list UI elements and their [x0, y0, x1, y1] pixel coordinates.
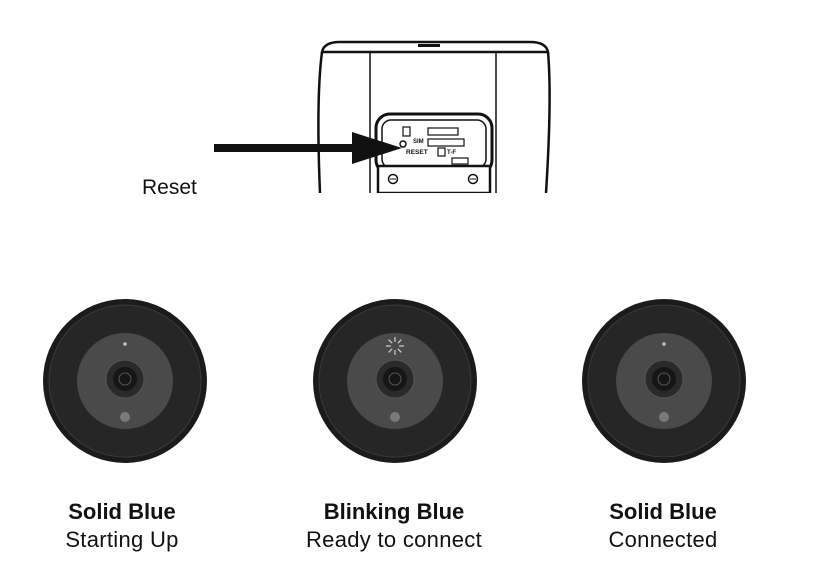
led-state-title: Blinking Blue — [323, 499, 465, 524]
led-state-title: Solid Blue — [68, 499, 176, 524]
led-state-description: Connected — [608, 527, 718, 552]
sim-label: SIM — [413, 139, 424, 145]
led-state-caption: Solid Blue Starting Up — [2, 498, 242, 554]
reset-callout-label: Reset — [142, 176, 197, 199]
reset-text: RESET — [406, 149, 428, 156]
camera-front-solid — [582, 299, 746, 463]
led-indicator — [123, 342, 127, 346]
arrow-icon — [214, 132, 402, 164]
camera-front-blinking — [313, 299, 477, 463]
led-state-title: Solid Blue — [609, 499, 717, 524]
sim-reset-compartment: SIM RESET T-F — [374, 112, 494, 193]
led-state-caption: Blinking Blue Ready to connect — [274, 498, 514, 554]
led-state-description: Ready to connect — [305, 527, 483, 552]
led-indicator — [662, 342, 666, 346]
camera-back-illustration: SIM RESET T-F — [317, 40, 551, 193]
led-state-caption: Solid Blue Connected — [543, 498, 783, 554]
led-state-description: Starting Up — [65, 527, 179, 552]
camera-front-solid — [43, 299, 207, 463]
reset-pinhole[interactable] — [399, 140, 407, 148]
led-blinking-icon — [386, 337, 404, 355]
tf-label: T-F — [447, 150, 456, 156]
